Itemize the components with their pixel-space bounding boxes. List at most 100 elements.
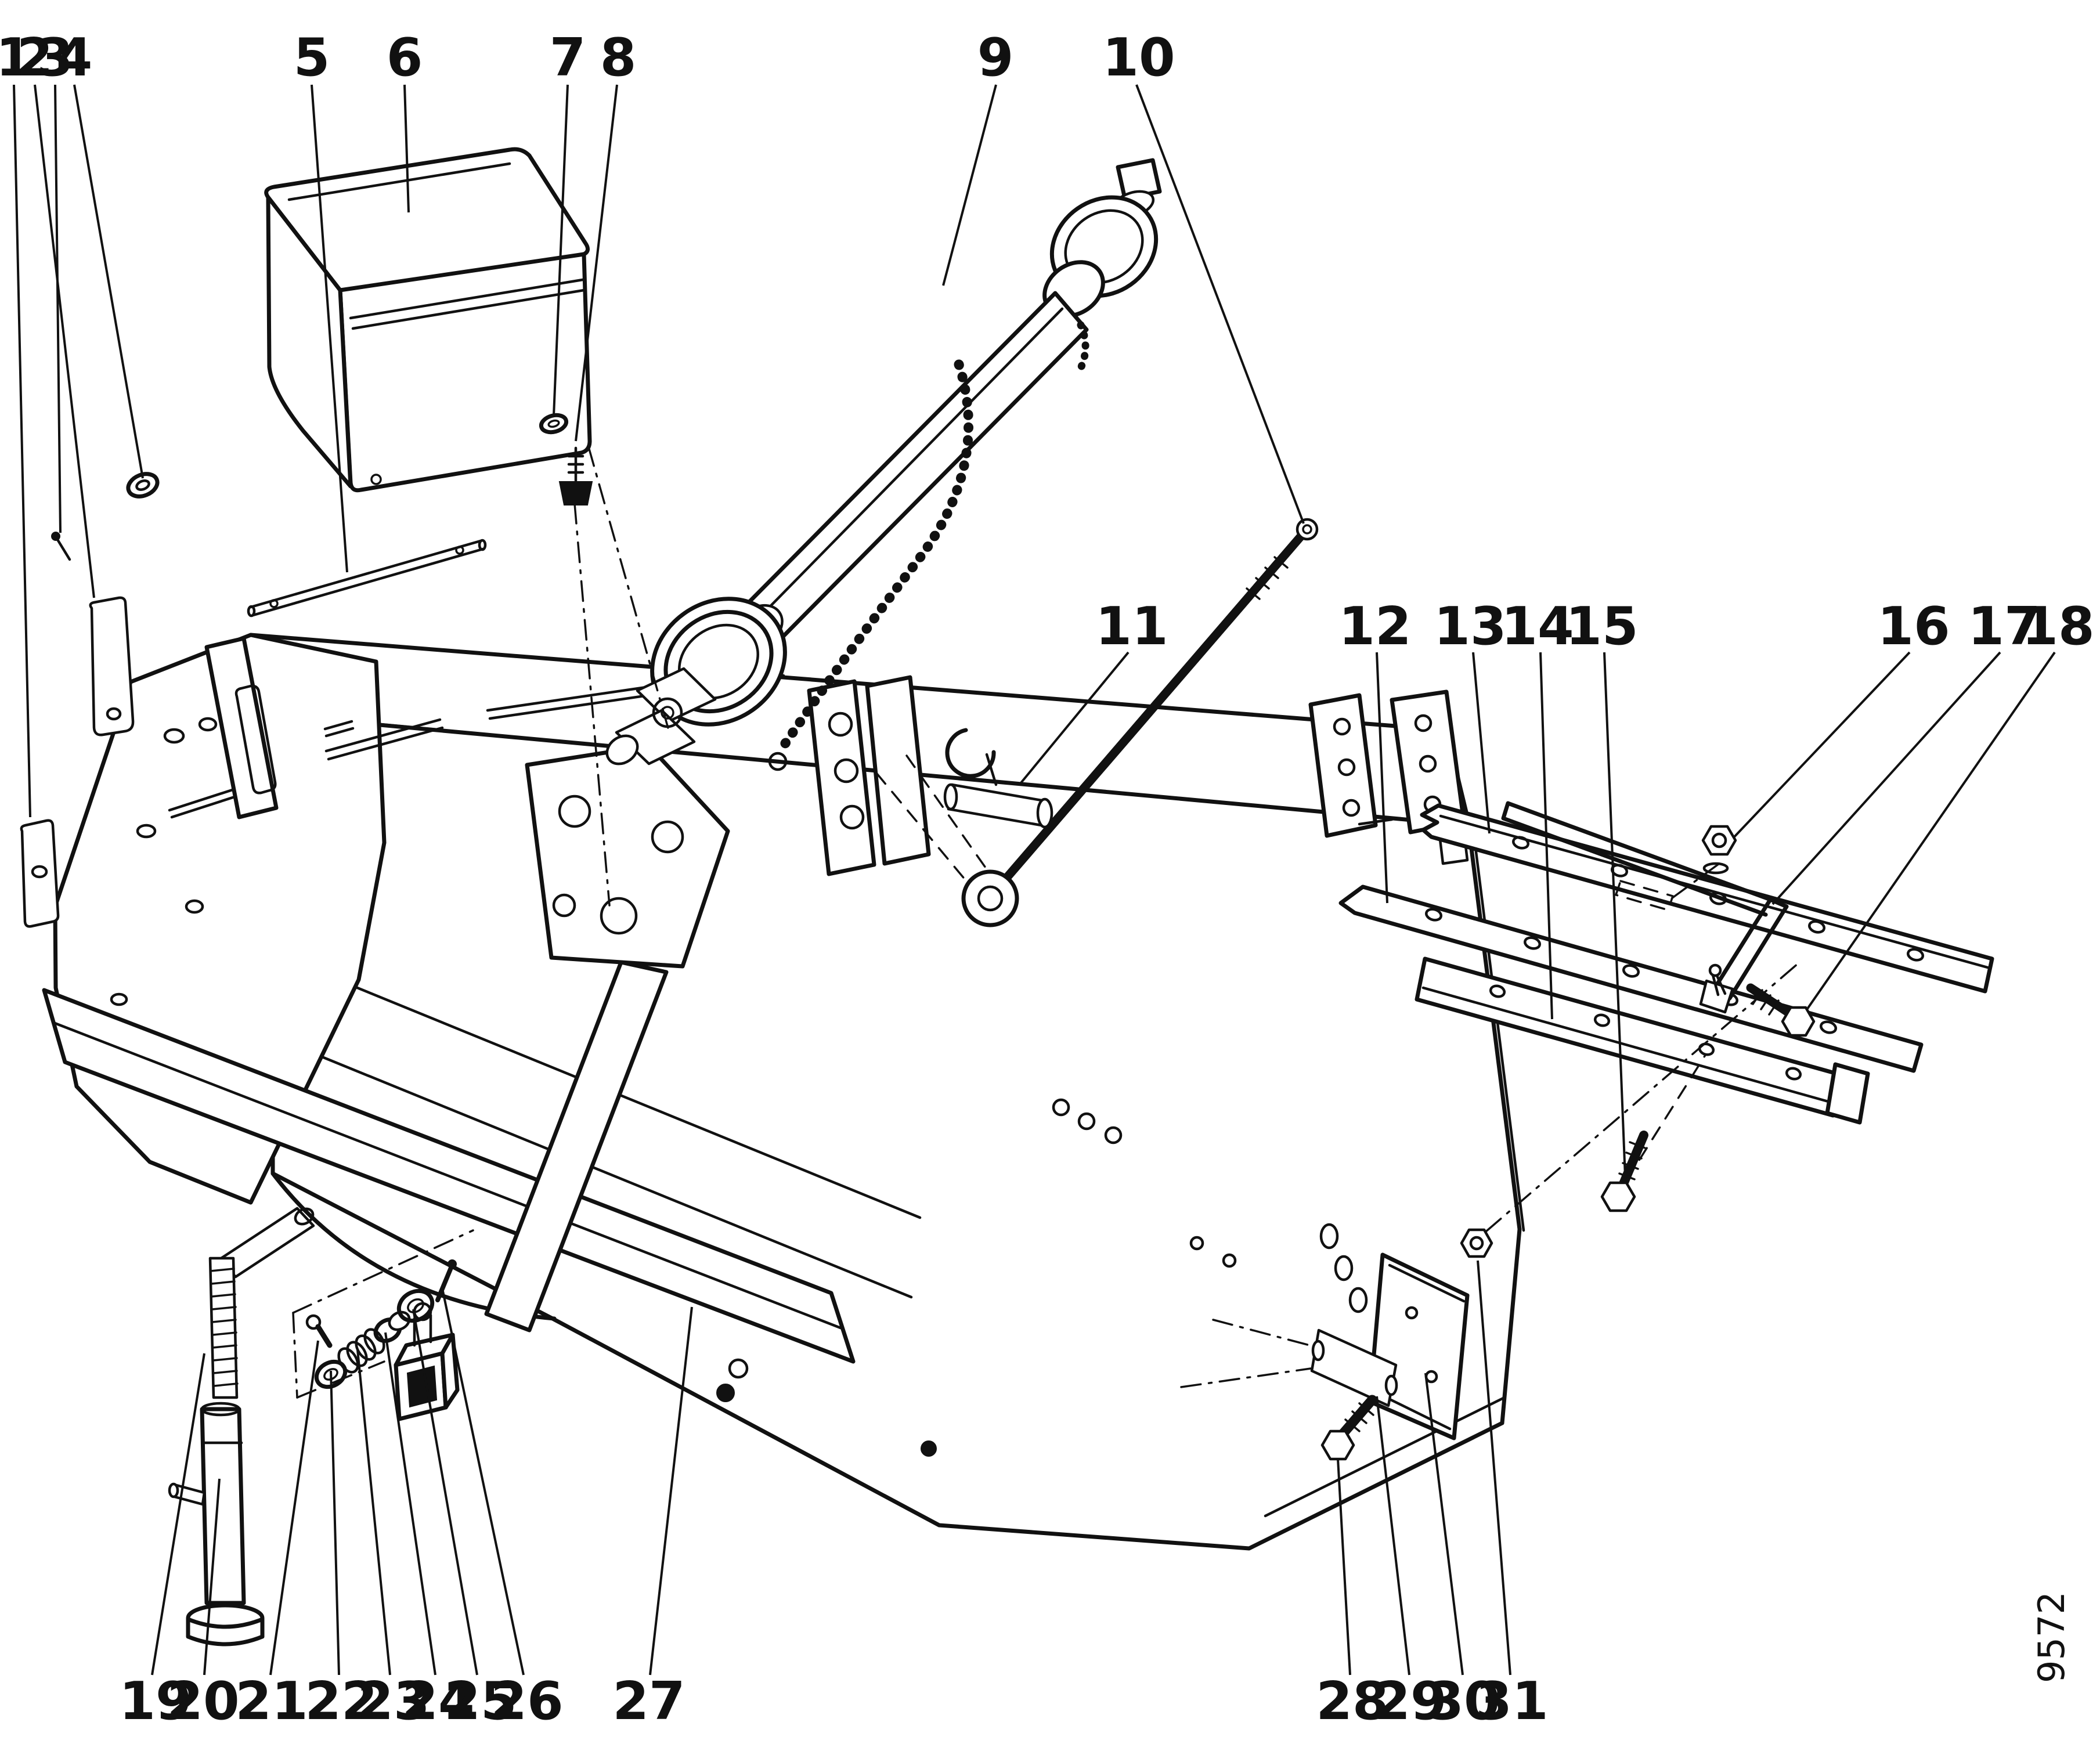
leader-line-2 bbox=[34, 84, 95, 598]
linch-pin-clip bbox=[985, 753, 998, 786]
bolt28-threads bbox=[1344, 1402, 1374, 1432]
axis-springkit-a bbox=[292, 1229, 474, 1314]
cotter-pin-eye bbox=[1708, 963, 1722, 977]
leader-line-22 bbox=[330, 1370, 340, 1676]
hitch-pin bbox=[413, 1313, 432, 1347]
axis-bolt8 bbox=[573, 503, 611, 907]
blade-bar-line bbox=[1421, 986, 1838, 1106]
part-label-3: 3 bbox=[37, 27, 74, 88]
blade-end-plate bbox=[1825, 1062, 1870, 1125]
part-label-28: 28 bbox=[1316, 1671, 1388, 1732]
part-label-27: 27 bbox=[612, 1671, 685, 1732]
plate-hole bbox=[163, 728, 185, 744]
leader-line-28 bbox=[1337, 1458, 1351, 1676]
part-label-19: 19 bbox=[119, 1671, 192, 1732]
side-pin-end bbox=[168, 1482, 179, 1499]
part-label-17: 17 bbox=[1968, 596, 2040, 657]
face-hole bbox=[1104, 1126, 1123, 1144]
part-label-11: 11 bbox=[1095, 596, 1168, 657]
gusset-hole bbox=[600, 897, 638, 935]
part-label-18: 18 bbox=[2022, 596, 2094, 657]
pto-journal-inner bbox=[661, 706, 674, 720]
spring-coil bbox=[346, 1341, 368, 1367]
rail-upper bbox=[1420, 803, 1994, 994]
gusset-hole bbox=[558, 795, 591, 828]
cover-box-right-face bbox=[338, 252, 592, 493]
bracket-hole bbox=[1333, 717, 1351, 736]
seal-ring bbox=[539, 413, 569, 435]
gusset-hole bbox=[552, 893, 576, 918]
link-rod-upper-eye bbox=[1296, 518, 1319, 541]
axis-bolt15 bbox=[1625, 1054, 1706, 1182]
part-label-13: 13 bbox=[1434, 596, 1506, 657]
rail-group bbox=[1338, 803, 1994, 1125]
leader-line-17 bbox=[1771, 651, 2001, 905]
shaft-bolt bbox=[921, 1440, 937, 1457]
part-label-16: 16 bbox=[1877, 596, 1950, 657]
bolt15-head bbox=[1600, 1181, 1636, 1212]
axis-springkit-c bbox=[292, 1312, 298, 1399]
housing-crease-line-2 bbox=[312, 1052, 913, 1299]
cover-box-top-stripe bbox=[287, 162, 511, 201]
pto-tube-line bbox=[759, 307, 1064, 618]
part-label-15: 15 bbox=[1565, 596, 1638, 657]
bracket-pin-end bbox=[1384, 1374, 1398, 1396]
part-label-23: 23 bbox=[357, 1671, 430, 1732]
leader-line-12 bbox=[1376, 652, 1388, 904]
kit-ring-hole bbox=[407, 1298, 424, 1313]
chain-beads bbox=[777, 359, 974, 753]
bracket-pin-end bbox=[1311, 1339, 1325, 1362]
part-label-8: 8 bbox=[600, 27, 637, 88]
leader-line-15 bbox=[1603, 652, 1626, 1178]
leg-tube bbox=[200, 1407, 246, 1605]
spring-kit bbox=[314, 1259, 457, 1389]
rod-hole bbox=[455, 546, 464, 555]
tube-top bbox=[200, 1402, 241, 1417]
bracket-hole bbox=[1337, 758, 1356, 777]
leader-line-4 bbox=[73, 84, 144, 479]
part-label-24: 24 bbox=[402, 1671, 474, 1732]
safety-chain bbox=[768, 321, 1089, 771]
chain-tail bbox=[1074, 321, 1089, 377]
deck-rod-short bbox=[324, 718, 444, 761]
axis-box-corner bbox=[587, 446, 670, 731]
kit-pin bbox=[435, 1264, 454, 1302]
link-rod bbox=[961, 518, 1319, 927]
leader-line-14 bbox=[1539, 652, 1553, 1020]
part-label-31: 31 bbox=[1475, 1671, 1548, 1732]
pto-yoke-end bbox=[605, 734, 639, 766]
axis-skid-b bbox=[1180, 1367, 1312, 1388]
rail-hole bbox=[1524, 936, 1541, 950]
strap-hole bbox=[106, 707, 122, 721]
clevis-pin-head bbox=[1036, 797, 1053, 829]
washer bbox=[126, 472, 160, 499]
cotter-and-bolt bbox=[1708, 963, 1816, 1037]
blade-hole bbox=[1489, 984, 1506, 998]
washer-hole bbox=[135, 479, 150, 491]
nut16-hole bbox=[1711, 832, 1727, 848]
bolt28-head bbox=[1320, 1429, 1355, 1461]
spring-coil bbox=[337, 1347, 359, 1374]
axis-bracket-a bbox=[875, 772, 969, 884]
face-hole bbox=[1077, 1112, 1096, 1131]
rail-hole bbox=[1425, 908, 1442, 922]
leader-line-26 bbox=[441, 1288, 525, 1676]
plate-slot bbox=[323, 720, 355, 738]
drawing-number: 9572 bbox=[2030, 1591, 2073, 1683]
frame-foot bbox=[1699, 979, 1734, 1014]
bracket-hole bbox=[1342, 799, 1361, 817]
strap-slot bbox=[234, 684, 277, 795]
leader-line-8 bbox=[575, 84, 618, 442]
left-small-parts bbox=[20, 472, 487, 928]
linch-pin-ring bbox=[945, 728, 996, 778]
leader-line-1 bbox=[13, 84, 31, 818]
leader-line-3 bbox=[54, 84, 62, 533]
small-plate-hole bbox=[31, 865, 48, 879]
small-plate bbox=[20, 819, 60, 928]
rod-threads bbox=[210, 1268, 239, 1387]
part-label-4: 4 bbox=[56, 27, 93, 88]
pin21-shank bbox=[315, 1324, 333, 1348]
blade-frame bbox=[1501, 801, 1789, 1014]
bracket-hole bbox=[1414, 714, 1433, 732]
